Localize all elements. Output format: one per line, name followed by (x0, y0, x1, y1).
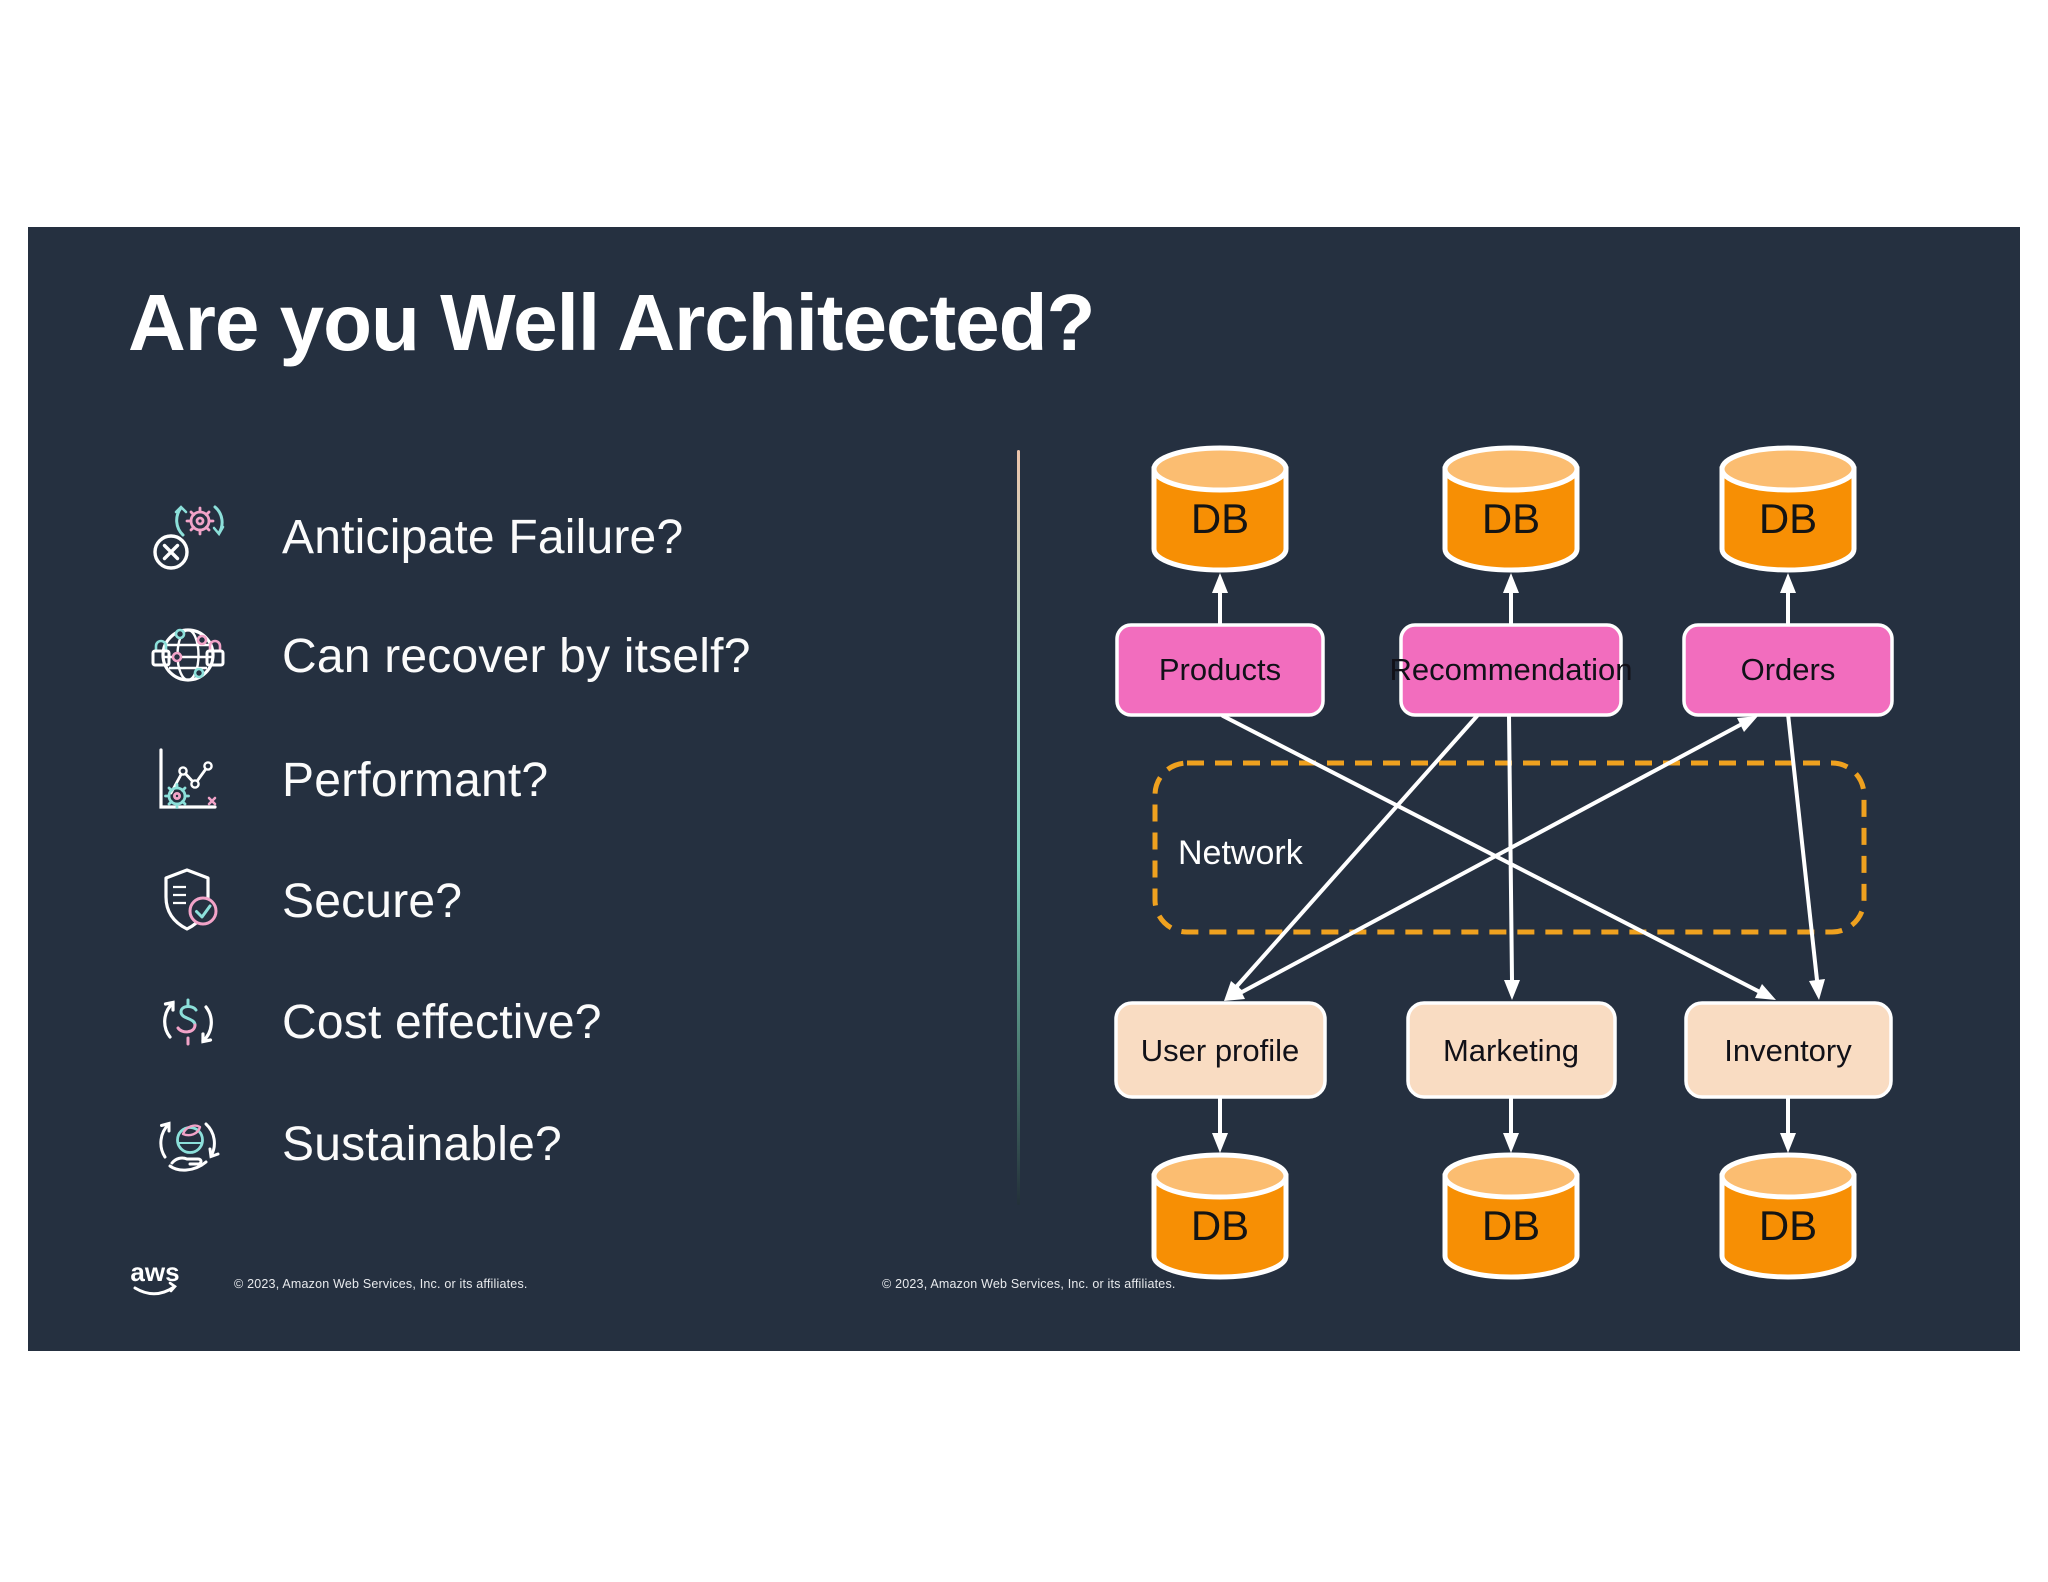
service-label-inventory: Inventory (1724, 1033, 1852, 1068)
gradient-divider (1017, 450, 1020, 1205)
db-cylinder-bottom-1 (1151, 1152, 1289, 1280)
service-label-user-profile: User profile (1141, 1033, 1300, 1068)
aws-logo-text: aws (130, 1259, 179, 1287)
architecture-diagram: Network (1114, 445, 1894, 1280)
db-label: DB (1482, 1202, 1540, 1249)
network-label: Network (1178, 834, 1304, 872)
service-label-recommendation: Recommendation (1390, 652, 1633, 687)
diagram-edges (1212, 573, 1825, 1153)
pillar-label: Performant? (282, 753, 549, 807)
pillar-item-anticipate-failure: Anticipate Failure? (146, 487, 683, 587)
service-label-marketing: Marketing (1443, 1033, 1579, 1068)
pillar-label: Sustainable? (282, 1117, 562, 1171)
shield-check-icon (164, 868, 218, 931)
slide-footer: aws © 2023, Amazon Web Services, Inc. or… (28, 1255, 2020, 1315)
copyright-text-center: © 2023, Amazon Web Services, Inc. or its… (882, 1277, 1176, 1291)
aws-logo: aws (130, 1259, 180, 1296)
db-cylinder-bottom-3 (1719, 1152, 1857, 1280)
slide: Are you Well Architected? Anticipate Fai… (28, 227, 2020, 1351)
dollar-cycle-icon (163, 998, 213, 1046)
service-box-marketing (1406, 1001, 1617, 1099)
pillar-label: Cost effective? (282, 995, 602, 1049)
service-box-recommendation (1399, 623, 1623, 717)
service-box-products (1115, 623, 1325, 717)
service-box-inventory (1684, 1001, 1893, 1099)
pillar-label: Can recover by itself? (282, 629, 751, 683)
db-cylinder-top-2 (1442, 445, 1580, 573)
pillar-item-cost-effective: Cost effective? (146, 972, 602, 1072)
edge-orders-inventory (1786, 712, 1819, 982)
pillar-item-secure: Secure? (146, 851, 462, 951)
db-label: DB (1191, 1202, 1249, 1249)
pillar-item-recover: Can recover by itself? (146, 606, 751, 706)
pillar-item-sustainable: Sustainable? (146, 1094, 562, 1194)
service-box-user-profile (1114, 1001, 1327, 1099)
globe-locks-icon (151, 628, 225, 682)
copyright-text-left: © 2023, Amazon Web Services, Inc. or its… (234, 1277, 528, 1291)
service-label-products: Products (1159, 652, 1281, 687)
db-label: DB (1482, 495, 1540, 542)
globe-hand-cycle-icon (159, 1121, 220, 1172)
chart-gear-icon (159, 748, 217, 809)
pillar-label: Secure? (282, 874, 463, 928)
db-label: DB (1759, 1202, 1817, 1249)
edge-recommendation-userprofile (1235, 714, 1479, 988)
pillar-label: Anticipate Failure? (282, 510, 684, 564)
db-cylinder-top-3 (1719, 445, 1857, 573)
db-label: DB (1759, 495, 1817, 542)
service-box-orders (1682, 623, 1894, 717)
service-label-orders: Orders (1741, 652, 1836, 687)
edge-userprofile-orders (1240, 723, 1742, 994)
db-cylinder-top-1 (1151, 445, 1289, 573)
db-cylinder-bottom-2 (1442, 1152, 1580, 1280)
page-title: Are you Well Architected? (128, 278, 1095, 367)
pillar-item-performant: Performant? (146, 730, 548, 830)
failure-gear-icon (153, 505, 225, 570)
edge-products-inventory (1221, 714, 1760, 993)
db-label: DB (1191, 495, 1249, 542)
